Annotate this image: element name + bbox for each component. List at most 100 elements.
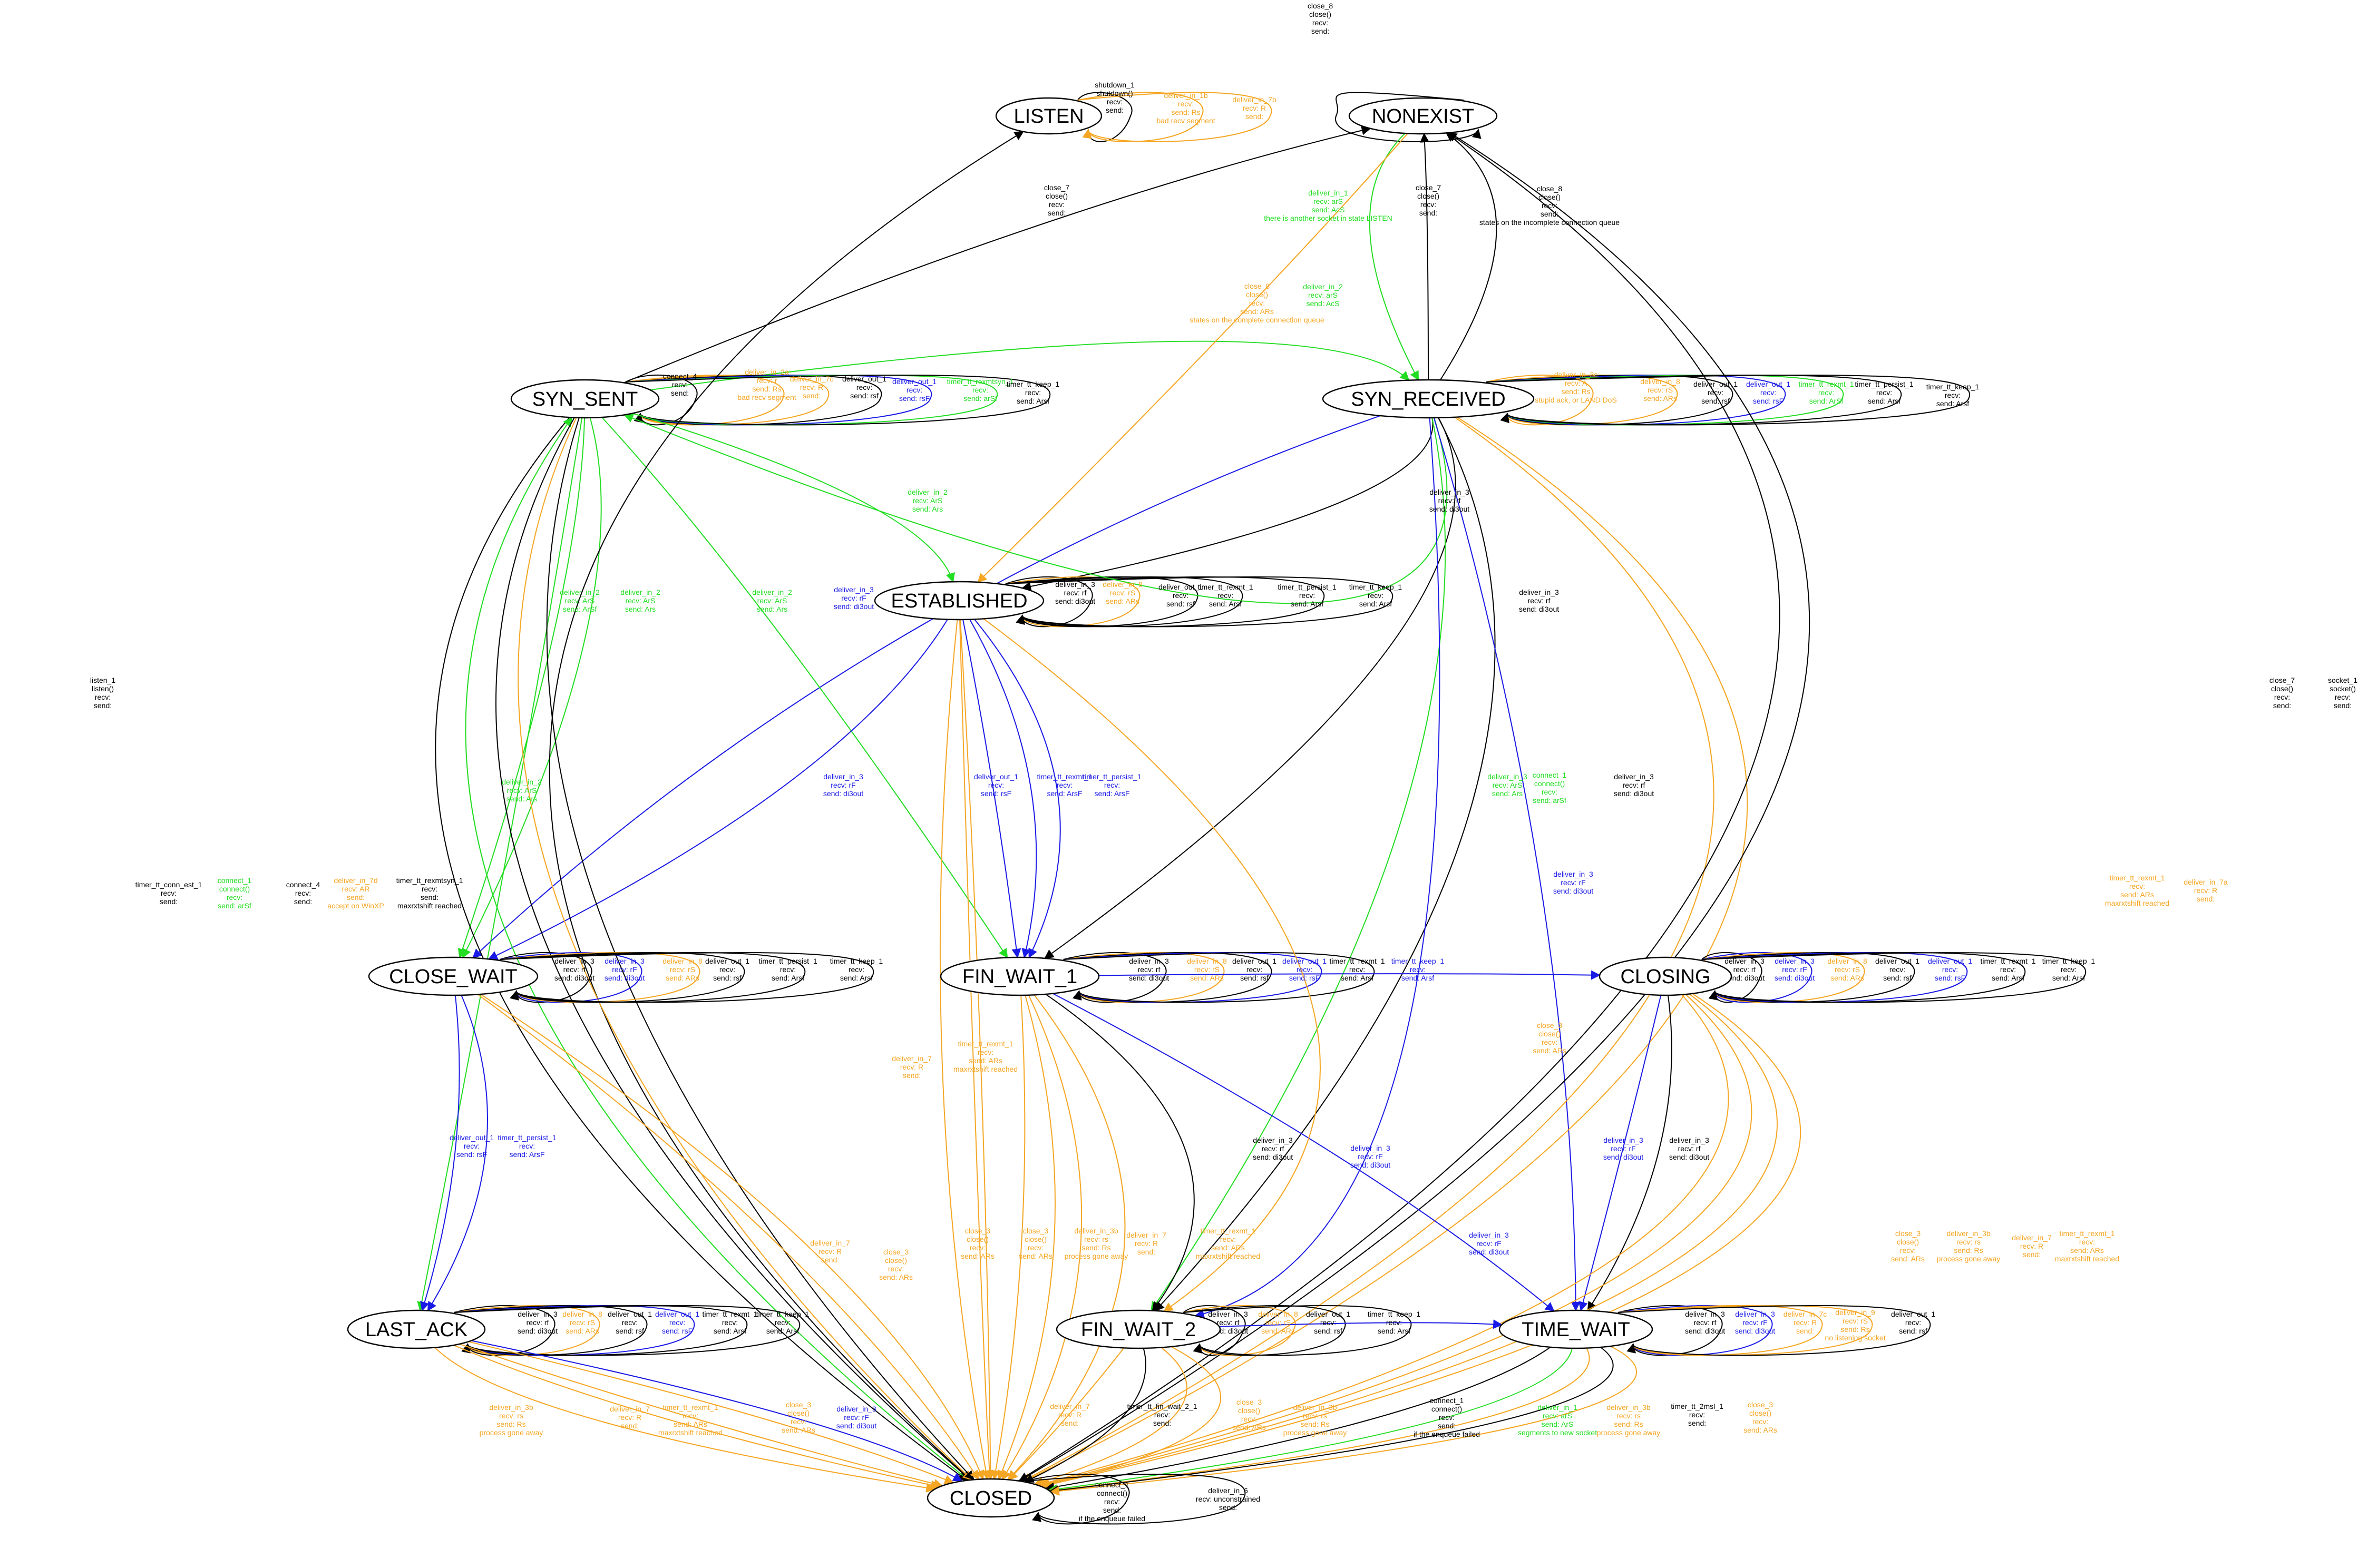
edge-syn-received-to-closed [1022, 416, 1748, 1483]
edge-label-line: send: ARs [1830, 974, 1864, 982]
edge-label-line: send: [1245, 112, 1263, 121]
edge-label-line: states on the complete connection queue [1190, 316, 1324, 324]
edge-label-line: send: arSf [1533, 796, 1566, 805]
edge-label-line: recv: [1876, 388, 1892, 397]
edge-label-line: send: [2023, 1250, 2041, 1259]
edge-label-line: recv: rF [841, 594, 866, 602]
edge-label-line: close_3 [883, 1248, 909, 1256]
edge-label-line: recv: [1542, 201, 1557, 210]
edge-label-line: send: rsf [616, 1327, 644, 1335]
edge-label-line: send: di3out [1519, 605, 1559, 613]
edge-closed-to-closed [1025, 1474, 1130, 1525]
edge-label-line: deliver_in_2 [502, 778, 542, 786]
edge-label-line: send: Arsf [1209, 600, 1242, 608]
state-label: SYN_RECEIVED [1351, 388, 1506, 410]
edge-label-line: connect_4 [663, 372, 697, 380]
edge-label-line: send: AcS [1311, 205, 1344, 214]
edge-label-line: deliver_in_8 [1187, 957, 1227, 965]
edge-label-line: send: ARs [1891, 1255, 1925, 1263]
edge-close-wait-to-close-wait [499, 952, 745, 1003]
edge-label-line: deliver_out_1 [608, 1310, 652, 1318]
edge-label-line: deliver_in_3 [1553, 870, 1593, 878]
edge-label-line: recv: [1368, 591, 1383, 600]
edge-label-line: deliver_in_7 [2012, 1233, 2052, 1242]
edge-label-line: send: di3out [836, 1422, 876, 1430]
state-node [1322, 379, 1535, 419]
state-fin-wait-2: FIN_WAIT_2 [1056, 1309, 1221, 1349]
edge-label-line: close() [885, 1256, 907, 1265]
edge-syn-sent-to-nonexist [623, 125, 1371, 384]
edge-label-line: send: rsF [981, 789, 1011, 798]
edge-label-line: timer_tt_2msl_1 [1671, 1402, 1723, 1410]
edge-label-line: recv: rS [670, 965, 695, 974]
edge-syn-received-to-fin-wait-2 [1154, 417, 1496, 1312]
edge-label-line: deliver_in_3 [836, 1405, 876, 1413]
edge-label-line: send: ARs [879, 1273, 913, 1281]
edge-label-line: deliver_in_3 [1253, 1136, 1293, 1144]
edge-label-line: connect_4 [286, 880, 320, 889]
edge-label-line: send: [1796, 1327, 1814, 1335]
edge-label-line: recv: R [900, 1063, 923, 1071]
edge-label-line: deliver_in_3 [554, 957, 595, 965]
edge-label-line: recv: rS [1835, 965, 1860, 974]
edge-syn-received-to-syn-sent [623, 414, 1448, 604]
edge-label-line: send: ARs [1643, 394, 1677, 403]
edge-label-line: send: di3out [1614, 789, 1654, 798]
edge-label-line: recv: R [800, 383, 823, 391]
edge-syn-sent-to-fin-wait-1 [601, 417, 1008, 958]
edge-label-line: recv: [683, 1412, 698, 1420]
edge-label-line: deliver_in_8 [1827, 957, 1867, 965]
edge-label-line: timer_tt_rexmt_1 [1980, 957, 2035, 965]
edge-label-line: recv: unconstrained [1196, 1495, 1260, 1503]
edge-established-to-close-wait [488, 619, 948, 960]
edge-label-line: recv: [422, 885, 437, 893]
edge-label-line: recv: [1889, 965, 1905, 974]
edge-label-line: maxrxtshift reached [658, 1428, 723, 1437]
edge-label-line: send: rsf [1701, 397, 1730, 405]
edge-label-line: deliver_in_2a [745, 368, 788, 376]
edge-label-line: recv: [227, 893, 242, 901]
edge-label-line: recv: r [757, 376, 777, 385]
edge-syn-received-to-close-wait [472, 415, 1381, 959]
edge-label-line: send: [1311, 27, 1329, 35]
edge-label-line: deliver_in_3 [1208, 1310, 1248, 1318]
edge-label-line: recv: ArS [913, 496, 943, 505]
edge-label-line: recv: rf [1438, 496, 1461, 505]
edge-label-line: deliver_in_3 [1469, 1231, 1509, 1239]
edge-label-line: maxrxtshift reached [953, 1065, 1018, 1073]
edge-label-line: maxrxtshift reached [1196, 1252, 1260, 1260]
edge-label-line: send: di3out [1724, 974, 1765, 982]
edge-label-line: recv: [856, 383, 872, 391]
edge-label-line: send: [903, 1071, 921, 1080]
edge-label-line: recv: rF [1476, 1239, 1501, 1248]
edge-listen-to-listen [1077, 92, 1272, 142]
edge-close-wait-to-close-wait [499, 952, 592, 1003]
edge-label-line: send: [1048, 209, 1066, 217]
edge-syn-sent-to-closed [435, 417, 968, 1481]
edge-syn-sent-to-closed [518, 417, 973, 1481]
edge-label-line: send: di3out [1350, 1161, 1390, 1169]
edge-label-line: timer_tt_persist_1 [758, 957, 817, 965]
edge-label-line: send: [1153, 1419, 1171, 1427]
edge-label-line: recv: ArS [626, 596, 656, 605]
